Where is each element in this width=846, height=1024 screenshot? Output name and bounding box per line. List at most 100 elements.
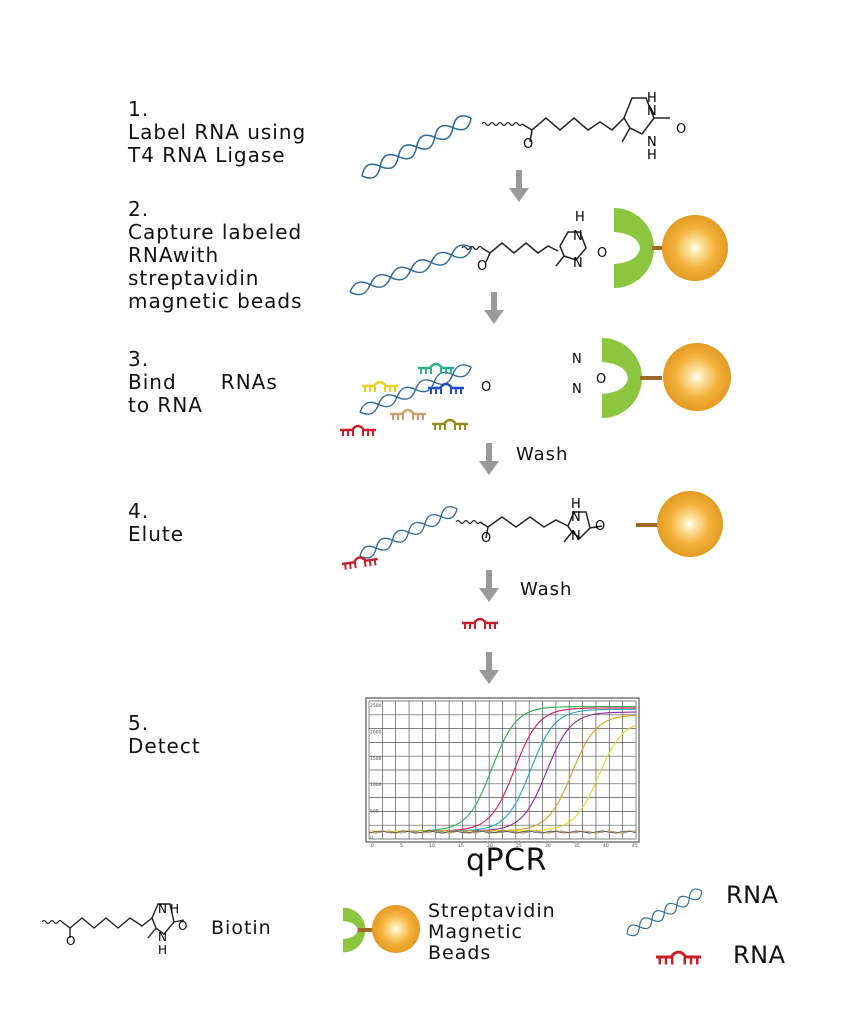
step-1-o-carbonyl: O <box>523 137 533 152</box>
step-3-small-rna-yellow <box>360 380 400 394</box>
step-3-number: 3. <box>128 347 150 371</box>
legend-h-bottom: H <box>158 943 167 957</box>
qpcr-y-tick-label: 500 <box>370 809 379 815</box>
step-2-line-2: RNAwith <box>128 243 220 267</box>
step-3-magnetic-bead <box>663 343 731 411</box>
qpcr-curves <box>368 705 637 834</box>
legend-magnetic-bead <box>372 905 420 953</box>
qpcr-y-tick-label: 2000 <box>370 729 382 735</box>
step-3-label: 3. Bind RNAs to RNA <box>128 348 278 417</box>
step-3-o-ketone: O <box>596 372 606 387</box>
step-3-linker <box>640 376 662 380</box>
arrow-elute-to-qpcr <box>479 652 499 684</box>
legend-beads-line-2: Magnetic <box>428 921 524 943</box>
legend-rna-small-label: RNA <box>733 941 786 969</box>
step-2-h-top: H <box>575 210 585 225</box>
step-4-label: 4. Elute <box>128 500 184 546</box>
step-1-label: 1. Label RNA using T4 RNA Ligase <box>128 98 306 167</box>
legend-n-top: N <box>158 902 167 916</box>
qpcr-x-tick-label: 35 <box>574 843 580 849</box>
legend-biotin-structure <box>41 903 185 939</box>
step-2-line-4: magnetic beads <box>128 289 303 313</box>
step-1-number: 1. <box>128 97 150 121</box>
step-2-magnetic-bead <box>662 215 728 281</box>
step-2-biotin-ring <box>555 231 587 267</box>
qpcr-grid <box>368 700 637 840</box>
step-2-o-carbonyl: O <box>477 259 487 274</box>
legend-linker <box>358 928 374 932</box>
eluted-small-rna-red <box>460 617 500 631</box>
step-2-rna-helix <box>347 241 475 299</box>
step-2-biotin-chain <box>461 242 559 263</box>
step-5-label: 5. Detect <box>128 712 201 758</box>
qpcr-x-tick-label: 0 <box>371 843 374 849</box>
qpcr-y-tick-label: 1000 <box>370 782 382 788</box>
step-1-o-ketone: O <box>676 122 686 137</box>
arrow-step3-to-step4 <box>479 443 499 475</box>
qpcr-x-tick-label: 15 <box>458 843 464 849</box>
arrow-step2-to-step3 <box>484 292 504 324</box>
legend-small-rna <box>654 950 703 966</box>
legend-o-ketone: O <box>178 919 187 933</box>
qpcr-x-tick-label: 5 <box>400 843 403 849</box>
step-1-biotin-chain <box>481 97 670 143</box>
step-1-h-bottom: H <box>647 148 657 163</box>
step-3-small-rna-red <box>338 424 378 438</box>
qpcr-x-tick-label: 10 <box>429 843 435 849</box>
step-2-n-top: N <box>573 229 583 244</box>
wash-label-2: Wash <box>520 579 573 600</box>
step-2-streptavidin <box>614 208 654 288</box>
step-5-line-1: Detect <box>128 734 201 758</box>
step-2-o-ketone: O <box>597 246 607 261</box>
qpcr-baseline <box>368 830 637 834</box>
step-4-n-top: N <box>571 510 581 525</box>
step-4-magnetic-bead <box>657 491 723 557</box>
legend-rna-helix-label: RNA <box>726 881 779 909</box>
step-3-line-2: to RNA <box>128 393 203 417</box>
step-2-n-bottom: N <box>573 256 583 271</box>
qpcr-x-tick-label: 40 <box>603 843 609 849</box>
step-3-line-1: Bind RNAs <box>128 370 278 394</box>
qpcr-y-tick-label: 0 <box>370 835 373 841</box>
step-2-number: 2. <box>128 197 150 221</box>
arrow-step4-to-elute <box>479 570 499 602</box>
qpcr-title: qPCR <box>466 843 547 878</box>
step-2-line-1: Capture labeled <box>128 220 303 244</box>
step-1-n-top: N <box>647 104 657 119</box>
legend-beads-line-3: Beads <box>428 942 492 964</box>
step-4-n-bottom: N <box>571 529 581 544</box>
step-1-n-bottom: N <box>647 135 657 150</box>
legend-h-top: H <box>170 902 179 916</box>
qpcr-y-tick-label: 1500 <box>370 756 382 762</box>
step-3-small-rna-tan <box>388 408 428 422</box>
step-4-h-top: H <box>571 497 581 512</box>
step-3-n-top: N <box>572 352 582 367</box>
step-4-biotin-chain <box>455 511 603 543</box>
qpcr-x-tick-label: 20 <box>487 843 493 849</box>
legend-rna-helix <box>623 885 706 940</box>
step-1-line-1: Label RNA using <box>128 120 307 144</box>
legend-n-bottom: N <box>158 930 167 944</box>
step-1-rna-helix <box>358 111 476 183</box>
step-3-small-rna-blue <box>426 382 466 396</box>
step-1-line-2: T4 RNA Ligase <box>128 143 286 167</box>
qpcr-baseline <box>368 830 637 834</box>
step-3-o-label: O <box>481 380 491 395</box>
wash-label-1: Wash <box>516 444 569 465</box>
arrow-step1-to-step2 <box>509 170 529 202</box>
step-3-small-rna-olive <box>430 418 470 432</box>
qpcr-x-tick-label: 45 <box>632 843 638 849</box>
step-4-line-1: Elute <box>128 522 185 546</box>
step-5-number: 5. <box>128 711 150 735</box>
qpcr-y-ticks: 2500 2000 1500 1000 500 0 <box>370 703 382 841</box>
legend-biotin-label: Biotin <box>211 917 272 939</box>
qpcr-x-tick-label: 25 <box>516 843 522 849</box>
step-1-h-top: H <box>647 91 657 106</box>
legend-o-carbonyl: O <box>66 934 75 948</box>
step-4-o-ketone: O <box>595 519 605 534</box>
step-2-label: 2. Capture labeled RNAwith streptavidin … <box>128 198 303 313</box>
qpcr-y-tick-label: 2500 <box>370 703 382 709</box>
step-4-rna-helix <box>356 502 461 562</box>
